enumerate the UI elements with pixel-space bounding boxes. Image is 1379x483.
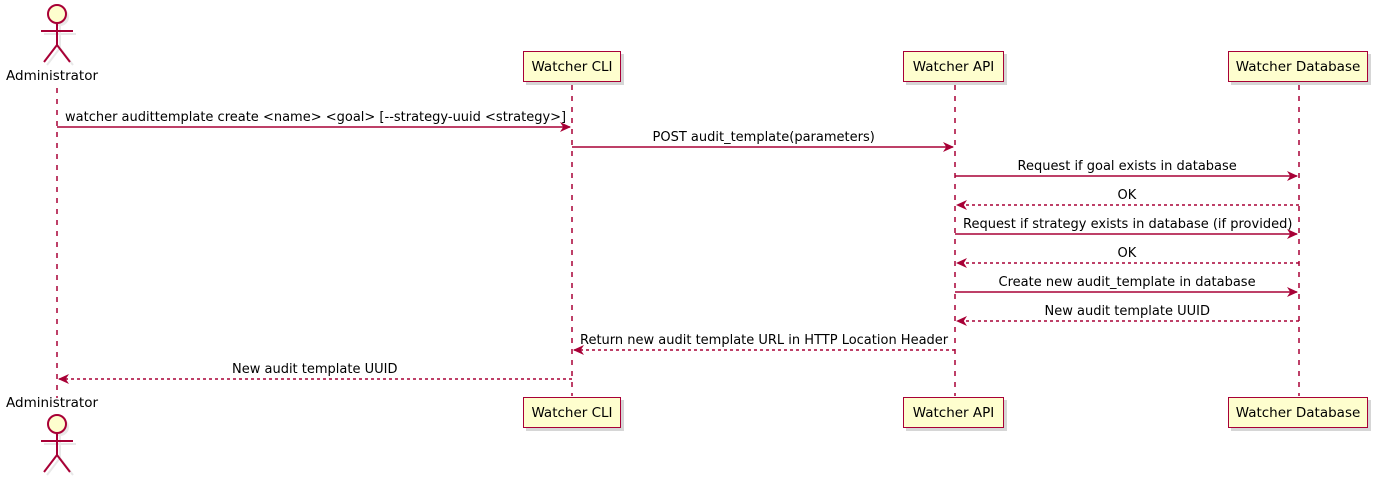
message-label: Request if goal exists in database: [1017, 159, 1237, 174]
participant-label-api: Watcher API: [912, 58, 995, 75]
participant-box-db-bottom[interactable]: Watcher Database: [1228, 397, 1368, 428]
participant-box-cli-bottom[interactable]: Watcher CLI: [523, 397, 621, 428]
message-label: Return new audit template URL in HTTP Lo…: [580, 333, 949, 348]
message-label: Request if strategy exists in database (…: [963, 217, 1293, 232]
actor-label-top: Administrator: [6, 68, 99, 84]
message-label: Create new audit_template in database: [998, 275, 1256, 290]
actor-figure-top: [41, 4, 76, 66]
message-label: OK: [1117, 188, 1137, 203]
message-arrows: [57, 122, 1299, 384]
message-label: OK: [1117, 246, 1137, 261]
actor-label-bottom: Administrator: [6, 395, 99, 411]
actor-figure-bottom: [41, 414, 76, 476]
participant-label-cli: Watcher CLI: [531, 404, 613, 421]
participant-label-cli: Watcher CLI: [531, 58, 613, 75]
message-label: New audit template UUID: [232, 362, 398, 377]
participant-label-db: Watcher Database: [1235, 404, 1361, 421]
participant-box-cli-top[interactable]: Watcher CLI: [523, 51, 621, 82]
lifelines: [56, 85, 1300, 398]
participant-label-api: Watcher API: [912, 404, 995, 421]
participant-label-db: Watcher Database: [1235, 58, 1361, 75]
participant-box-db-top[interactable]: Watcher Database: [1228, 51, 1368, 82]
participant-box-api-bottom[interactable]: Watcher API: [903, 397, 1004, 428]
participant-box-api-top[interactable]: Watcher API: [903, 51, 1004, 82]
message-label: watcher audittemplate create <name> <goa…: [65, 110, 567, 125]
message-label: POST audit_template(parameters): [652, 130, 875, 145]
message-label: New audit template UUID: [1044, 304, 1210, 319]
